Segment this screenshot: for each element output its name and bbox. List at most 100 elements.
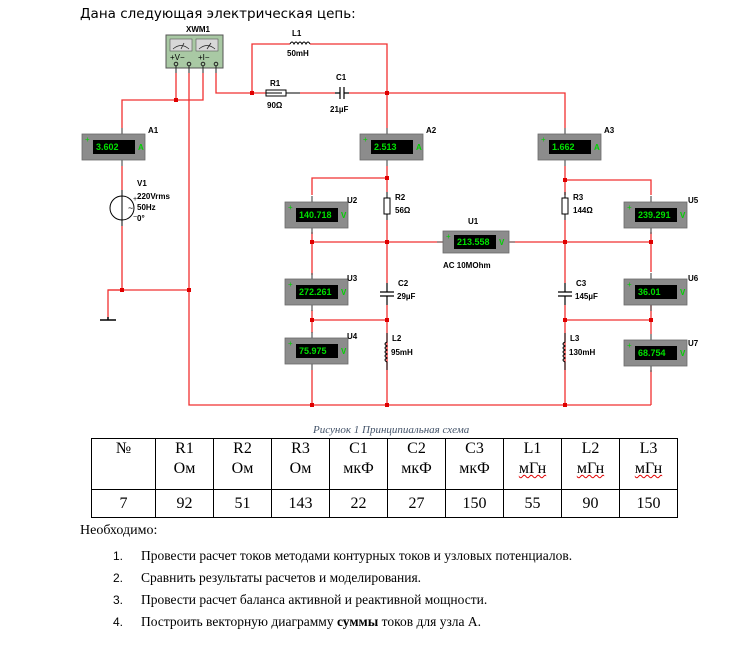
meter-display: [296, 285, 338, 299]
meter-unit: V: [341, 211, 347, 220]
inductor-l2[interactable]: L2 95mH: [384, 333, 413, 370]
meter-mode: AC 10MOhm: [443, 261, 491, 270]
meter-label: A1: [148, 126, 159, 135]
svg-text:95mH: 95mH: [391, 348, 413, 357]
junction-dot: [310, 240, 314, 244]
wattmeter-xwm1[interactable]: XWM1 +V− +I−: [165, 25, 224, 73]
svg-text:29µF: 29µF: [397, 292, 416, 301]
meter-display: [296, 208, 338, 222]
header-cell: №: [91, 438, 156, 490]
svg-text:+: +: [288, 203, 293, 212]
wire: [349, 92, 566, 128]
meter-unit: A: [138, 143, 144, 152]
meter-reading: 2.513: [374, 142, 397, 152]
junction-dot: [563, 178, 567, 182]
svg-text:+I−: +I−: [198, 53, 210, 62]
table-cell: 143: [271, 489, 330, 518]
task-list: 1.Провести расчет токов методами контурн…: [113, 545, 572, 633]
svg-text:50mH: 50mH: [287, 49, 309, 58]
terminal-i-minus: [213, 61, 219, 67]
wire: [188, 290, 651, 406]
terminal-i-plus: [200, 61, 206, 67]
capacitor-c2[interactable]: C2 29µF: [380, 279, 416, 305]
svg-text:L3: L3: [570, 334, 580, 343]
junction-dot: [563, 403, 567, 407]
meter-reading: 3.602: [96, 142, 119, 152]
ground-icon: [100, 317, 116, 321]
svg-text:220Vrms: 220Vrms: [137, 192, 170, 201]
resistor-r1[interactable]: R1 90Ω: [265, 79, 300, 110]
svg-text:21µF: 21µF: [330, 105, 349, 114]
junction-dot: [310, 403, 314, 407]
gauge-icon: [172, 42, 190, 50]
voltage-source-v1[interactable]: + − ~ V1 220Vrms 50Hz 0°: [109, 179, 170, 226]
task-item: 3.Провести расчет баланса активной и реа…: [113, 592, 488, 607]
svg-text:R2: R2: [395, 193, 406, 202]
terminal-v-plus: [173, 61, 179, 67]
resistor-r2[interactable]: R2 56Ω: [383, 192, 411, 220]
junction-dot: [385, 91, 389, 95]
meter-label: U1: [468, 217, 479, 226]
wire: [107, 226, 123, 317]
svg-text:V1: V1: [137, 179, 147, 188]
inductor-l3[interactable]: L3 130mH: [562, 333, 595, 370]
meter-unit: V: [680, 211, 686, 220]
meter-unit: V: [499, 238, 505, 247]
gauge-icon: [198, 42, 216, 50]
resistor-icon: [561, 197, 569, 215]
capacitor-icon: [558, 283, 572, 305]
meter-reading: 140.718: [299, 210, 332, 220]
meter-unit: V: [341, 288, 347, 297]
resistor-r3[interactable]: R3 144Ω: [561, 192, 593, 220]
wire: [310, 43, 388, 128]
figure-caption: Рисунок 1 Принципиальная схема: [313, 424, 470, 436]
svg-text:130mH: 130mH: [569, 348, 595, 357]
meter-unit: V: [341, 347, 347, 356]
table-cell: 150: [619, 489, 678, 518]
table-cell: 150: [445, 489, 504, 518]
capacitor-c3[interactable]: C3 145µF: [558, 279, 598, 305]
intro-text: Дана следующая электрическая цепь:: [80, 6, 356, 22]
inductor-l1[interactable]: L1 50mH: [287, 29, 311, 58]
meter-label: U6: [688, 274, 699, 283]
svg-text:+: +: [627, 203, 632, 212]
meter-reading: 68.754: [638, 348, 666, 358]
meter-label: U3: [347, 274, 358, 283]
table-cell: 55: [503, 489, 562, 518]
junction-dot: [385, 240, 389, 244]
meter-display: [93, 140, 135, 154]
table-row: 7 92 51 143 22 27 150 55 90 150: [91, 489, 678, 518]
capacitor-c1[interactable]: C1 21µF: [330, 73, 349, 114]
inductor-icon: [384, 333, 389, 370]
meter-unit: A: [416, 143, 422, 152]
junction-dot: [250, 91, 254, 95]
svg-text:145µF: 145µF: [575, 292, 598, 301]
svg-text:+: +: [627, 280, 632, 289]
task-item: 2.Сравнить результаты расчетов и моделир…: [113, 570, 422, 585]
meter-reading: 213.558: [457, 237, 490, 247]
svg-text:C2: C2: [398, 279, 409, 288]
meter-display: [371, 140, 413, 154]
meter-reading: 1.662: [552, 142, 575, 152]
svg-text:144Ω: 144Ω: [573, 206, 593, 215]
junction-dot: [385, 403, 389, 407]
svg-text:56Ω: 56Ω: [395, 206, 411, 215]
svg-text:+: +: [288, 280, 293, 289]
wire: [176, 73, 204, 101]
